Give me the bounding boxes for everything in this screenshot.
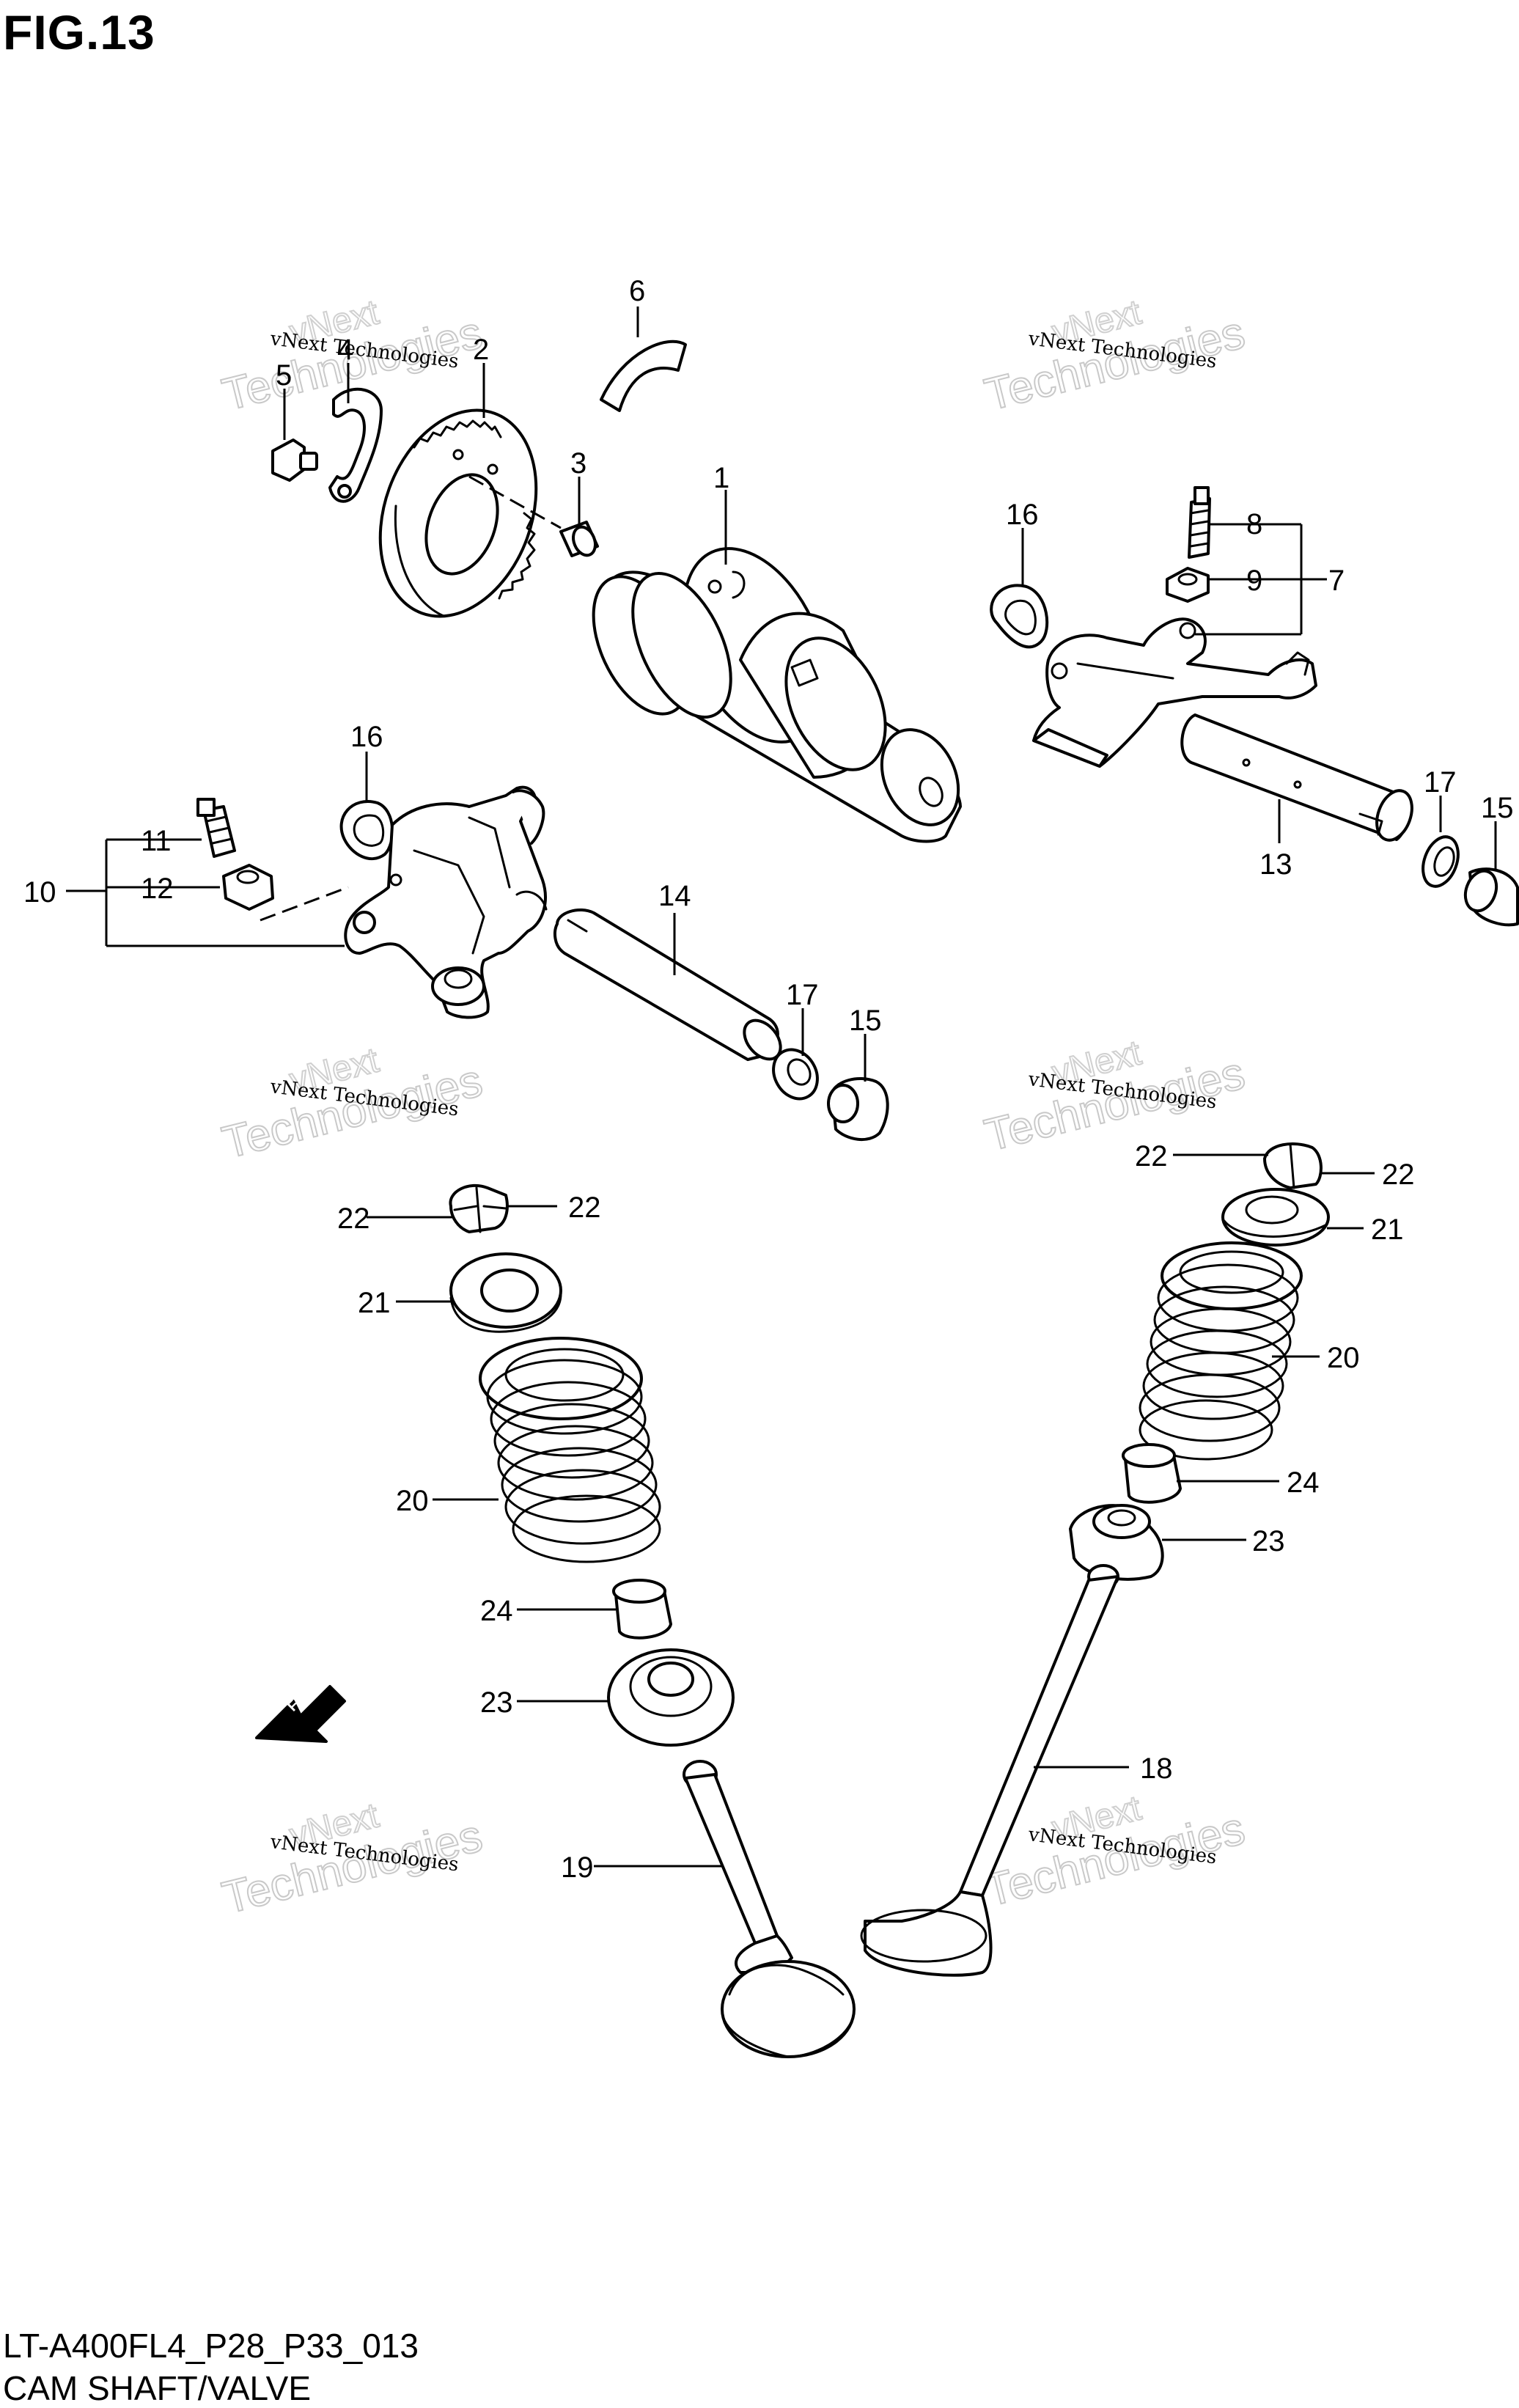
part-17-washer-left [772, 1048, 819, 1101]
callout-17-left: 17 [786, 979, 819, 1011]
callout-21-left: 21 [358, 1287, 391, 1319]
part-18-valve-exhaust [860, 1564, 1119, 1977]
part-22-cotter-right [1263, 1142, 1323, 1189]
callout-8: 8 [1246, 508, 1262, 540]
callout-4: 4 [337, 334, 353, 366]
part-13-rocker-shaft-upper [1180, 713, 1413, 842]
callout-23-left: 23 [480, 1686, 513, 1719]
callout-13: 13 [1259, 848, 1292, 881]
part-16-o-ring-upper [990, 584, 1049, 649]
part-15-plug-upper [1463, 867, 1519, 927]
part-20-spring-left [479, 1337, 661, 1563]
fwd-arrow-icon: FWD [255, 1680, 346, 1743]
part-1-camshaft [592, 547, 962, 843]
callout-9: 9 [1246, 565, 1262, 597]
part-20-spring-right [1139, 1241, 1303, 1461]
callout-23-right: 23 [1252, 1525, 1285, 1557]
part-19-valve-intake [683, 1760, 856, 2058]
part-21-retainer-right [1221, 1188, 1330, 1247]
callout-2: 2 [473, 334, 489, 366]
part-10-rocker-arm-left [344, 785, 548, 1019]
watermark-mid-right: vNext Technologies vNext Technologies [979, 1033, 1251, 1162]
callout-16-upper: 16 [1006, 499, 1039, 531]
watermark-top-right: vNext Technologies vNext Technologies [979, 293, 1251, 422]
part-23-seat-right [1069, 1504, 1164, 1581]
callout-12: 12 [141, 873, 174, 905]
diagram-code: LT-A400FL4_P28_P33_013 [3, 2327, 419, 2365]
part-23-seat-left [607, 1648, 735, 1747]
callout-22-right-b: 22 [1382, 1159, 1415, 1191]
callout-labels: 1 2 3 4 5 6 7 8 9 10 11 12 13 14 15 15 1… [23, 275, 1514, 1884]
callout-22-left-a: 22 [337, 1203, 370, 1235]
callout-3: 3 [570, 447, 586, 480]
part-22-cotter-left [449, 1183, 509, 1233]
part-6-clip [600, 339, 687, 412]
part-24-oil-seal-left [612, 1579, 672, 1640]
part-21-retainer-left [449, 1252, 562, 1333]
callout-22-right-a: 22 [1135, 1140, 1168, 1172]
callout-19: 19 [561, 1851, 594, 1884]
diagram-name: CAM SHAFT/VALVE [3, 2369, 312, 2407]
part-24-oil-seal-right [1122, 1443, 1182, 1504]
callout-20-right: 20 [1327, 1342, 1360, 1374]
part-11-adjust-screw [196, 798, 236, 858]
callout-5: 5 [276, 359, 292, 392]
callout-24-right: 24 [1287, 1467, 1320, 1499]
figure-title: FIG.13 [3, 5, 155, 59]
part-17-washer-upper [1421, 835, 1460, 888]
part-7-rocker-arm-upper [1032, 617, 1317, 768]
watermark-mid-left: vNext Technologies vNext Technologies [217, 1040, 488, 1170]
callout-15-left: 15 [849, 1005, 882, 1037]
callout-24-left: 24 [480, 1595, 513, 1627]
part-5-bolt [271, 438, 318, 482]
callout-1: 1 [713, 462, 729, 494]
callout-20-left: 20 [396, 1485, 429, 1517]
part-9-nut [1166, 567, 1210, 603]
callout-21-right: 21 [1371, 1214, 1404, 1246]
callout-18: 18 [1140, 1752, 1173, 1785]
callout-14: 14 [658, 880, 691, 912]
watermark-bottom-left: vNext Technologies vNext Technologies [217, 1796, 488, 1925]
callout-15-upper: 15 [1481, 792, 1514, 824]
part-3-dowel-pin [468, 475, 599, 557]
part-2-cam-sprocket [378, 408, 538, 618]
part-14-rocker-shaft-left [553, 908, 782, 1061]
part-12-nut [222, 864, 274, 911]
callout-7: 7 [1328, 565, 1345, 597]
part-15-plug-left [827, 1077, 889, 1142]
callout-6: 6 [629, 275, 645, 307]
leader-lines [66, 306, 1497, 1868]
callout-16-left: 16 [350, 721, 383, 753]
part-8-adjust-screw [1188, 486, 1211, 559]
callout-17-upper: 17 [1424, 766, 1457, 799]
callout-11: 11 [141, 825, 172, 857]
callout-10: 10 [23, 876, 56, 908]
callout-22-left-b: 22 [568, 1192, 601, 1224]
part-4-lock-washer [328, 387, 383, 503]
part-16-o-ring-left [339, 800, 394, 860]
